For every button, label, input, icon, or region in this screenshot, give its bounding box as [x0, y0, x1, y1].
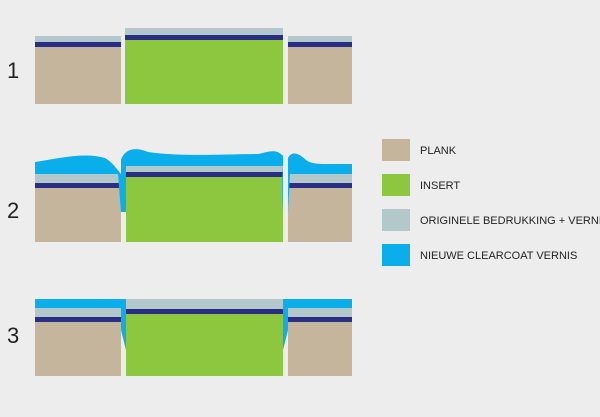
insert-print — [126, 166, 283, 172]
legend-label-insert: INSERT — [420, 180, 460, 192]
left-dark-line — [35, 183, 121, 188]
legend: PLANK INSERT ORIGINELE BEDRUKKING + VERN… — [382, 139, 600, 266]
right-plank — [288, 188, 352, 242]
step-1-number: 1 — [7, 58, 19, 83]
legend-swatch-insert — [382, 174, 410, 196]
right-original-print — [288, 174, 352, 183]
legend-swatch-original-print — [382, 209, 410, 231]
left-gap-clearcoat — [121, 299, 126, 350]
left-dark-line — [35, 42, 121, 47]
right-plank — [288, 322, 352, 376]
left-plank — [35, 47, 121, 104]
step-3-diagram: 3 — [7, 299, 352, 376]
left-dark-line — [35, 317, 121, 322]
left-plank — [35, 188, 121, 242]
legend-swatch-plank — [382, 139, 410, 161]
insert-clearcoat — [121, 149, 283, 212]
step-1-diagram: 1 — [7, 28, 352, 104]
right-dark-line — [288, 42, 352, 47]
legend-swatch-new-clearcoat — [382, 244, 410, 266]
left-clearcoat — [35, 155, 121, 212]
insert — [125, 40, 283, 104]
legend-label-new-clearcoat: NIEUWE CLEARCOAT VERNIS — [420, 250, 577, 262]
right-clearcoat — [288, 299, 352, 308]
right-gap — [283, 28, 288, 104]
legend-label-original-print: ORIGINELE BEDRUKKING + VERNIS — [420, 215, 600, 227]
step-2-number: 2 — [7, 198, 19, 223]
insert-print — [126, 299, 283, 309]
insert-dark-line — [125, 35, 283, 40]
right-plank — [288, 47, 352, 104]
left-original-print — [35, 308, 121, 317]
right-dark-line — [288, 317, 352, 322]
insert-dark-line — [126, 172, 283, 177]
left-clearcoat — [35, 299, 121, 308]
right-original-print — [288, 36, 352, 42]
step-3-number: 3 — [7, 323, 19, 348]
right-gap-clearcoat — [283, 299, 288, 350]
legend-label-plank: PLANK — [420, 145, 457, 157]
right-original-print — [288, 308, 352, 317]
left-gap — [121, 28, 125, 104]
left-original-print — [35, 36, 121, 42]
insert-dark-line — [126, 309, 283, 314]
right-clearcoat — [288, 153, 352, 212]
insert — [126, 177, 283, 242]
step-2-diagram: 2 — [7, 149, 352, 242]
left-original-print — [35, 174, 121, 183]
left-plank — [35, 322, 121, 376]
insert — [126, 314, 283, 376]
right-dark-line — [288, 183, 352, 188]
insert-print — [125, 28, 283, 35]
